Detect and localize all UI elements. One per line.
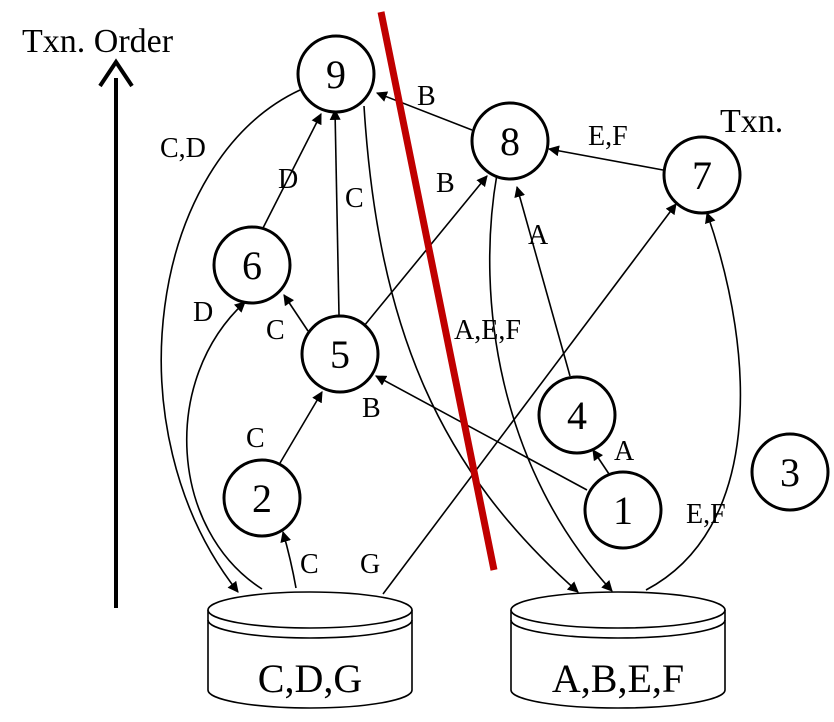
txn-node-2[interactable]: 2 [222, 458, 302, 538]
edge-label-ds1-6: D [193, 297, 213, 328]
edge-label-1-5: B [362, 393, 381, 424]
edge-4-to-8 [514, 185, 571, 377]
edge-label-2-5: C [246, 423, 265, 454]
txn-node-1[interactable]: 1 [583, 470, 663, 550]
edge-8-to-9 [375, 91, 473, 131]
edge-label-5-6: C [266, 315, 285, 346]
edge-5-to-8 [363, 175, 488, 327]
edge-1-to-5 [375, 375, 588, 491]
edge-2-to-5 [279, 391, 323, 464]
edge-label-ds1-2: C [300, 549, 319, 580]
edge-label-5-8: B [436, 168, 455, 199]
txn-node-4[interactable]: 4 [537, 375, 617, 455]
data-store-left-label: C,D,G [258, 656, 362, 701]
txn-node-8[interactable]: 8 [470, 101, 550, 181]
edge-label-ds1-7: G [360, 549, 380, 580]
edge-label-7-8: E,F [588, 121, 628, 152]
data-store-right-label: A,B,E,F [552, 656, 684, 701]
edge-label-ds2-7: E,F [686, 499, 726, 530]
edge-label-6-9: D [278, 164, 298, 195]
txn-node-9-label: 9 [326, 52, 346, 97]
txn-node-7-label: 7 [692, 153, 712, 198]
edges [160, 89, 742, 595]
txn-order-axis: Txn. Order [22, 23, 174, 608]
txn-node-3[interactable]: 3 [750, 432, 830, 512]
edge-6-to-9 [262, 113, 322, 229]
txn-node-5[interactable]: 5 [300, 314, 380, 394]
txn-node-2-label: 2 [252, 476, 272, 521]
edge-label-9-ds1: C,D [160, 133, 206, 164]
txn-order-label: Txn. Order [22, 23, 174, 60]
edge-label-5-9: C [345, 183, 364, 214]
txn-node-3-label: 3 [780, 450, 800, 495]
edge-9-to-ds1 [160, 89, 301, 593]
edge-ds1-to-2 [280, 530, 297, 589]
edge-label-8-ds2: A,E,F [454, 315, 521, 346]
edge-label-1-4: A [614, 436, 635, 467]
edge-label-4-8: A [528, 220, 549, 251]
txn-legend-label: Txn. [720, 103, 783, 140]
txn-node-6-label: 6 [242, 243, 262, 288]
edge-ds1-to-6 [185, 301, 263, 590]
txn-node-9[interactable]: 9 [296, 34, 376, 114]
edge-labels: C C C C D D C,D G B B B A A E,F E,F A,E,… [160, 81, 726, 580]
txn-order-arrowhead [98, 58, 134, 88]
edge-5-to-6 [283, 294, 309, 332]
edge-8-to-ds2 [488, 173, 613, 592]
edge-ds2-to-7 [645, 211, 742, 591]
txn-node-7[interactable]: 7 [662, 135, 742, 215]
nodes: 1 2 3 4 5 6 7 8 [212, 34, 830, 550]
partition-cut-line [377, 11, 498, 571]
edge-label-8-9: B [417, 81, 436, 112]
txn-node-5-label: 5 [330, 332, 350, 377]
txn-node-1-label: 1 [613, 488, 633, 533]
edge-9-to-ds2 [363, 105, 579, 593]
data-store-right[interactable]: A,B,E,F [510, 591, 726, 709]
data-store-left[interactable]: C,D,G [207, 591, 413, 709]
edge-ds1-to-7 [382, 203, 677, 595]
edge-7-to-8 [547, 145, 664, 171]
txn-node-8-label: 8 [500, 119, 520, 164]
txn-node-4-label: 4 [567, 393, 587, 438]
txn-node-6[interactable]: 6 [212, 225, 292, 305]
edge-5-to-9 [329, 108, 341, 316]
edge-1-to-4 [592, 449, 610, 475]
